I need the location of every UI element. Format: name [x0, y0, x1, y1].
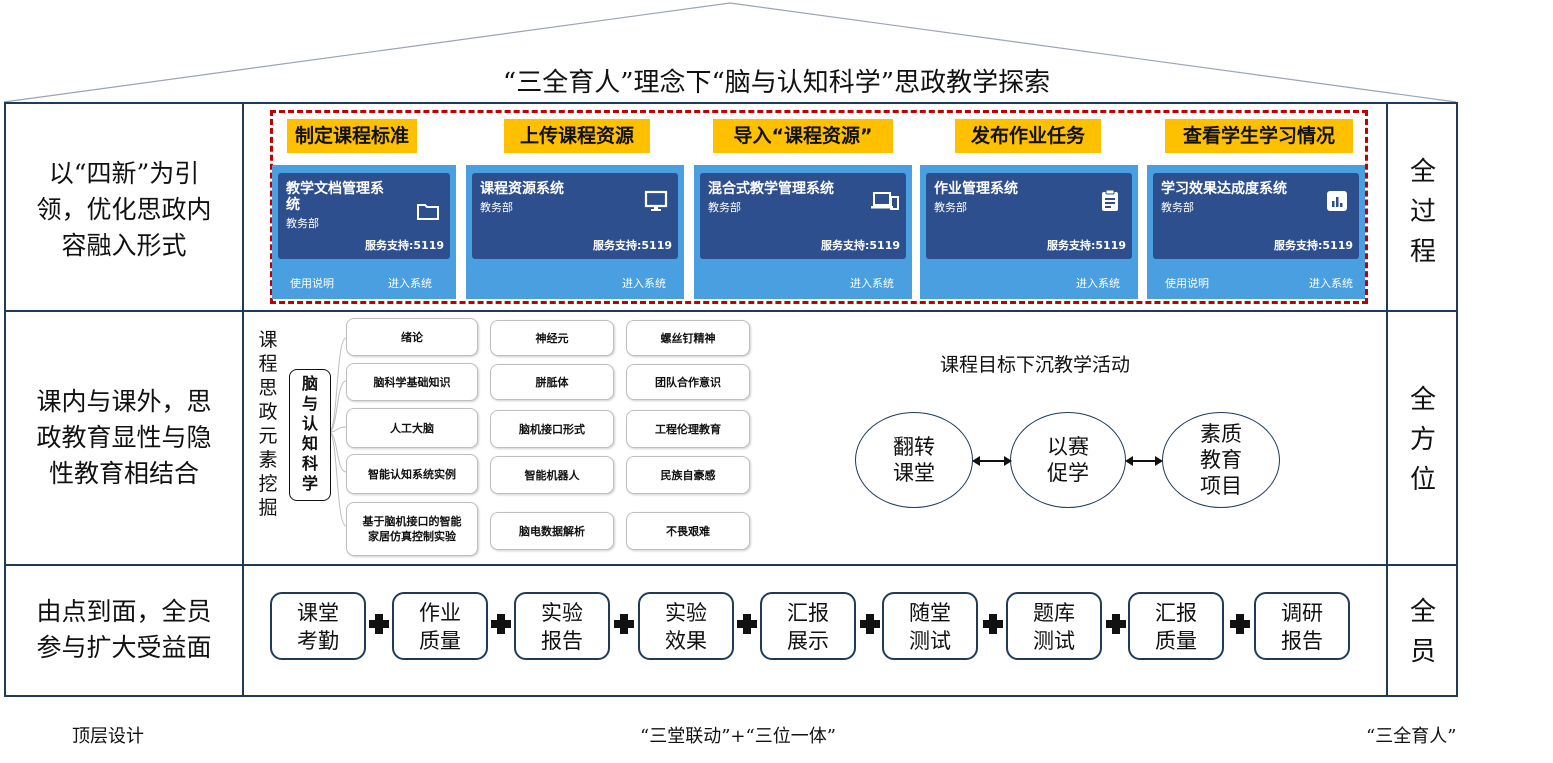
mindmap-node: 人工大脑	[346, 408, 478, 448]
plus-icon	[1230, 614, 1250, 634]
devices-icon	[871, 192, 899, 210]
divider-row1	[4, 310, 1458, 312]
system-card-document[interactable]: 教学文档管理系统 教务部 服务支持:5119 使用说明 进入系统	[272, 165, 456, 299]
card-header: 混合式教学管理系统 教务部 服务支持:5119	[700, 173, 906, 259]
plus-icon	[614, 614, 634, 634]
activity-quality-education: 素质教育项目	[1162, 412, 1280, 508]
evaluation-step: 汇报展示	[760, 592, 856, 660]
step-label-3: 导入“课程资源”	[713, 119, 893, 153]
enter-system-link[interactable]: 进入系统	[622, 277, 666, 290]
divider-right	[1386, 102, 1388, 697]
bottom-label-linkage: “三堂联动”+“三位一体”	[640, 726, 836, 747]
step-label-4: 发布作业任务	[955, 119, 1101, 153]
enter-system-link[interactable]: 进入系统	[850, 277, 894, 290]
mindmap-node: 绪论	[346, 318, 478, 356]
double-arrow-icon	[1125, 456, 1163, 466]
mindmap-node: 团队合作意识	[626, 364, 750, 400]
main-frame	[4, 102, 1458, 697]
usage-guide-link[interactable]: 使用说明	[1165, 277, 1209, 290]
evaluation-step: 调研报告	[1254, 592, 1350, 660]
step-label-1: 制定课程标准	[287, 119, 417, 153]
mindmap-node: 脑电数据解析	[490, 512, 614, 550]
mindmap-node: 脑科学基础知识	[346, 363, 478, 401]
divider-row2	[4, 564, 1458, 566]
evaluation-step: 汇报质量	[1128, 592, 1224, 660]
plus-icon	[860, 614, 880, 634]
evaluation-step: 题库测试	[1006, 592, 1102, 660]
evaluation-step: 实验效果	[638, 592, 734, 660]
evaluation-step: 作业质量	[392, 592, 488, 660]
activity-competition-learning: 以赛促学	[1010, 412, 1126, 508]
clipboard-icon	[1102, 189, 1118, 211]
mindmap-node: 脑机接口形式	[490, 410, 614, 448]
right-label-row2: 全方位	[1409, 385, 1436, 495]
card-header: 作业管理系统 教务部 服务支持:5119	[926, 173, 1132, 259]
mindmap-node: 神经元	[490, 320, 614, 356]
plus-icon	[983, 614, 1003, 634]
left-label-row2: 课内与课外，思政教育显性与隐性教育相结合	[36, 387, 212, 488]
enter-system-link[interactable]: 进入系统	[1309, 277, 1353, 290]
usage-guide-link[interactable]: 使用说明	[290, 277, 334, 290]
plus-icon	[737, 614, 757, 634]
system-card-blended[interactable]: 混合式教学管理系统 教务部 服务支持:5119 进入系统	[694, 165, 912, 299]
bottom-label-three-all: “三全育人”	[1366, 726, 1457, 747]
mindmap-node: 智能认知系统实例	[346, 454, 478, 494]
activity-flipped-classroom: 翻转课堂	[855, 412, 973, 508]
evaluation-step: 课堂考勤	[270, 592, 366, 660]
system-card-learning-outcome[interactable]: 学习效果达成度系统 教务部 服务支持:5119 使用说明 进入系统	[1147, 165, 1365, 299]
brain-cognitive-science-root: 脑与认 知科学	[289, 369, 331, 501]
roof-outline	[3, 2, 1457, 103]
right-label-row3: 全员	[1409, 597, 1436, 667]
vertical-label-ideology-mining: 课程思政 元素挖掘	[258, 329, 278, 519]
step-label-5: 查看学生学习情况	[1165, 119, 1353, 153]
enter-system-link[interactable]: 进入系统	[1076, 277, 1120, 290]
mindmap-node: 工程伦理教育	[626, 410, 750, 448]
mindmap-node: 螺丝钉精神	[626, 320, 750, 356]
card-header: 教学文档管理系统 教务部 服务支持:5119	[278, 173, 450, 259]
left-label-row3: 由点到面，全员参与扩大受益面	[36, 597, 212, 662]
enter-system-link[interactable]: 进入系统	[388, 277, 432, 290]
mindmap-node: 不畏艰难	[626, 512, 750, 550]
evaluation-step: 随堂测试	[882, 592, 978, 660]
plus-icon	[369, 614, 389, 634]
mindmap-node: 民族自豪感	[626, 456, 750, 494]
mindmap-node: 智能机器人	[490, 456, 614, 494]
page-title: “三全育人”理念下“脑与认知科学”思政教学探索	[502, 68, 1051, 98]
folder-icon	[417, 204, 439, 220]
plus-icon	[491, 614, 511, 634]
system-card-resource[interactable]: 课程资源系统 教务部 服务支持:5119 进入系统	[466, 165, 684, 299]
right-label-row1: 全过程	[1409, 157, 1436, 267]
mindmap-node: 基于脑机接口的智能家居仿真控制实验	[346, 502, 478, 556]
bottom-label-top-design: 顶层设计	[72, 726, 144, 747]
bar-chart-icon	[1327, 191, 1347, 211]
double-arrow-icon	[972, 456, 1012, 466]
plus-icon	[1106, 614, 1126, 634]
evaluation-step: 实验报告	[514, 592, 610, 660]
card-header: 课程资源系统 教务部 服务支持:5119	[472, 173, 678, 259]
monitor-icon	[644, 190, 668, 211]
system-steps-dashed-box	[270, 110, 1368, 304]
activity-title: 课程目标下沉教学活动	[940, 354, 1131, 376]
left-label-row1: 以“四新”为引领，优化思政内容融入形式	[36, 159, 212, 260]
step-label-2: 上传课程资源	[504, 119, 650, 153]
mindmap-node: 胼胝体	[490, 364, 614, 400]
card-header: 学习效果达成度系统 教务部 服务支持:5119	[1153, 173, 1359, 259]
divider-left	[242, 102, 244, 697]
system-card-homework[interactable]: 作业管理系统 教务部 服务支持:5119 进入系统	[920, 165, 1138, 299]
